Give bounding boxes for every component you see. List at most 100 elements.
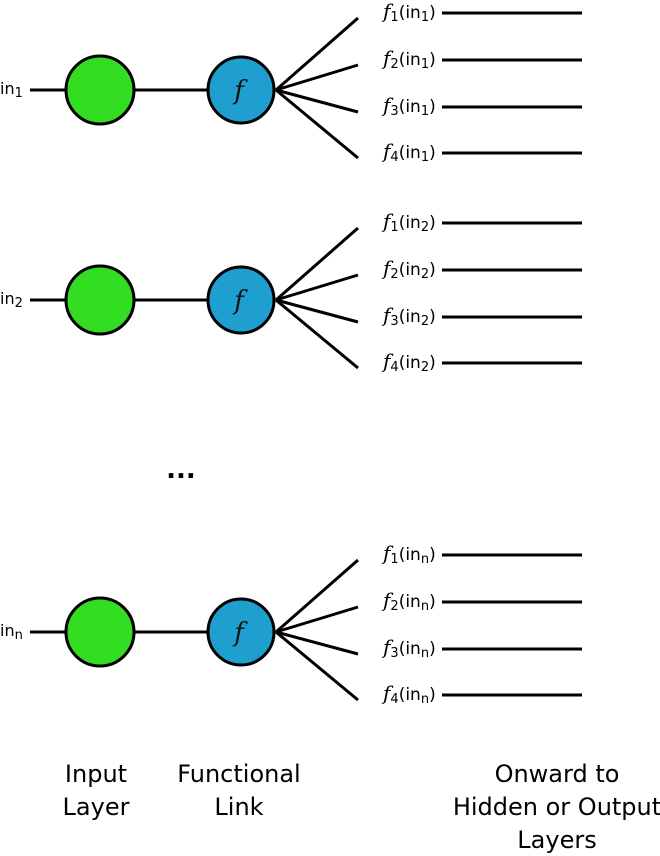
input-label-base: in [0, 621, 15, 640]
output-arg-subscript: 1 [421, 104, 429, 119]
output-label: f2(in2) [381, 256, 436, 282]
output-fn-subscript: 1 [390, 552, 398, 567]
output-label: f3(in2) [381, 303, 436, 329]
output-label: f1(inn) [381, 541, 436, 567]
ellipsis: ... [166, 455, 196, 485]
fan-line-2 [275, 63, 359, 92]
output-label: f3(in1) [381, 93, 436, 119]
output-open-paren: (in [399, 3, 421, 23]
output-label: f2(in1) [381, 46, 436, 72]
fan-line-4 [275, 88, 359, 160]
input-node [64, 264, 136, 336]
functional-link-node [206, 55, 276, 125]
output-arg-subscript: n [421, 599, 429, 614]
input-node [64, 596, 136, 668]
output-arg-subscript: n [421, 692, 429, 707]
output-open-paren: (in [399, 213, 421, 233]
input-node [64, 54, 136, 126]
output-close-paren: ) [429, 685, 436, 705]
input-label: inn [0, 621, 23, 643]
output-arg-subscript: 1 [421, 57, 429, 72]
output-arg-subscript: 2 [421, 314, 429, 329]
fan-line-4 [275, 298, 359, 370]
output-arg-subscript: 2 [421, 220, 429, 235]
output-label: f4(inn) [381, 681, 436, 707]
input-label-base: in [0, 289, 15, 308]
output-close-paren: ) [429, 545, 436, 565]
caption-onward-line-1: Onward to [495, 760, 620, 788]
functional-link-node [206, 597, 276, 667]
output-close-paren: ) [429, 50, 436, 70]
fan-line-1 [275, 558, 359, 634]
caption-input-layer-line-1: Input [65, 760, 127, 788]
output-close-paren: ) [429, 307, 436, 327]
output-arg-subscript: n [421, 552, 429, 567]
output-fn-subscript: 3 [390, 104, 398, 119]
output-label: f2(inn) [381, 588, 436, 614]
caption-onward-line-3: Layers [517, 826, 596, 854]
caption-input-layer-line-2: Layer [63, 793, 130, 821]
output-fn-subscript: 2 [390, 57, 398, 72]
output-open-paren: (in [399, 545, 421, 565]
output-label: f1(in1) [381, 0, 436, 25]
caption-input-layer: Input Layer [63, 760, 130, 821]
output-fn-subscript: 4 [390, 360, 398, 375]
output-fn-subscript: 3 [390, 314, 398, 329]
output-close-paren: ) [429, 143, 436, 163]
functional-link-node [206, 265, 276, 335]
output-close-paren: ) [429, 592, 436, 612]
output-arg-subscript: 1 [421, 150, 429, 165]
input-label-subscript: n [15, 628, 23, 643]
caption-functional-link: Functional Link [177, 760, 300, 821]
output-arg-subscript: 2 [421, 267, 429, 282]
output-open-paren: (in [399, 50, 421, 70]
output-fn-subscript: 2 [390, 267, 398, 282]
input-label: in1 [0, 79, 23, 101]
output-close-paren: ) [429, 353, 436, 373]
output-label: f4(in1) [381, 139, 436, 165]
input-label-subscript: 1 [15, 86, 23, 101]
output-fn-subscript: 4 [390, 150, 398, 165]
output-open-paren: (in [399, 592, 421, 612]
output-fn-subscript: 4 [390, 692, 398, 707]
fan-line-1 [275, 16, 359, 92]
output-open-paren: (in [399, 307, 421, 327]
caption-onward: Onward to Hidden or Output Layers [453, 760, 660, 854]
fan-line-3 [275, 88, 359, 114]
output-label: f3(inn) [381, 635, 436, 661]
fan-line-4 [275, 630, 359, 702]
fan-line-2 [275, 605, 359, 634]
fan-line-3 [275, 298, 359, 324]
input-label: in2 [0, 289, 23, 311]
output-fn-subscript: 1 [390, 10, 398, 25]
output-close-paren: ) [429, 260, 436, 280]
output-close-paren: ) [429, 97, 436, 117]
output-fn-subscript: 3 [390, 646, 398, 661]
output-open-paren: (in [399, 353, 421, 373]
output-close-paren: ) [429, 639, 436, 659]
caption-onward-line-2: Hidden or Output [453, 793, 660, 821]
output-arg-subscript: 2 [421, 360, 429, 375]
fan-line-2 [275, 273, 359, 302]
input-label-base: in [0, 79, 15, 98]
output-open-paren: (in [399, 685, 421, 705]
fan-line-1 [275, 226, 359, 302]
fan-line-3 [275, 630, 359, 656]
output-open-paren: (in [399, 143, 421, 163]
output-arg-subscript: n [421, 646, 429, 661]
output-open-paren: (in [399, 639, 421, 659]
output-arg-subscript: 1 [421, 10, 429, 25]
output-close-paren: ) [429, 213, 436, 233]
output-fn-subscript: 2 [390, 599, 398, 614]
output-open-paren: (in [399, 97, 421, 117]
output-open-paren: (in [399, 260, 421, 280]
output-close-paren: ) [429, 3, 436, 23]
input-label-subscript: 2 [15, 296, 23, 311]
output-fn-subscript: 1 [390, 220, 398, 235]
output-label: f4(in2) [381, 349, 436, 375]
